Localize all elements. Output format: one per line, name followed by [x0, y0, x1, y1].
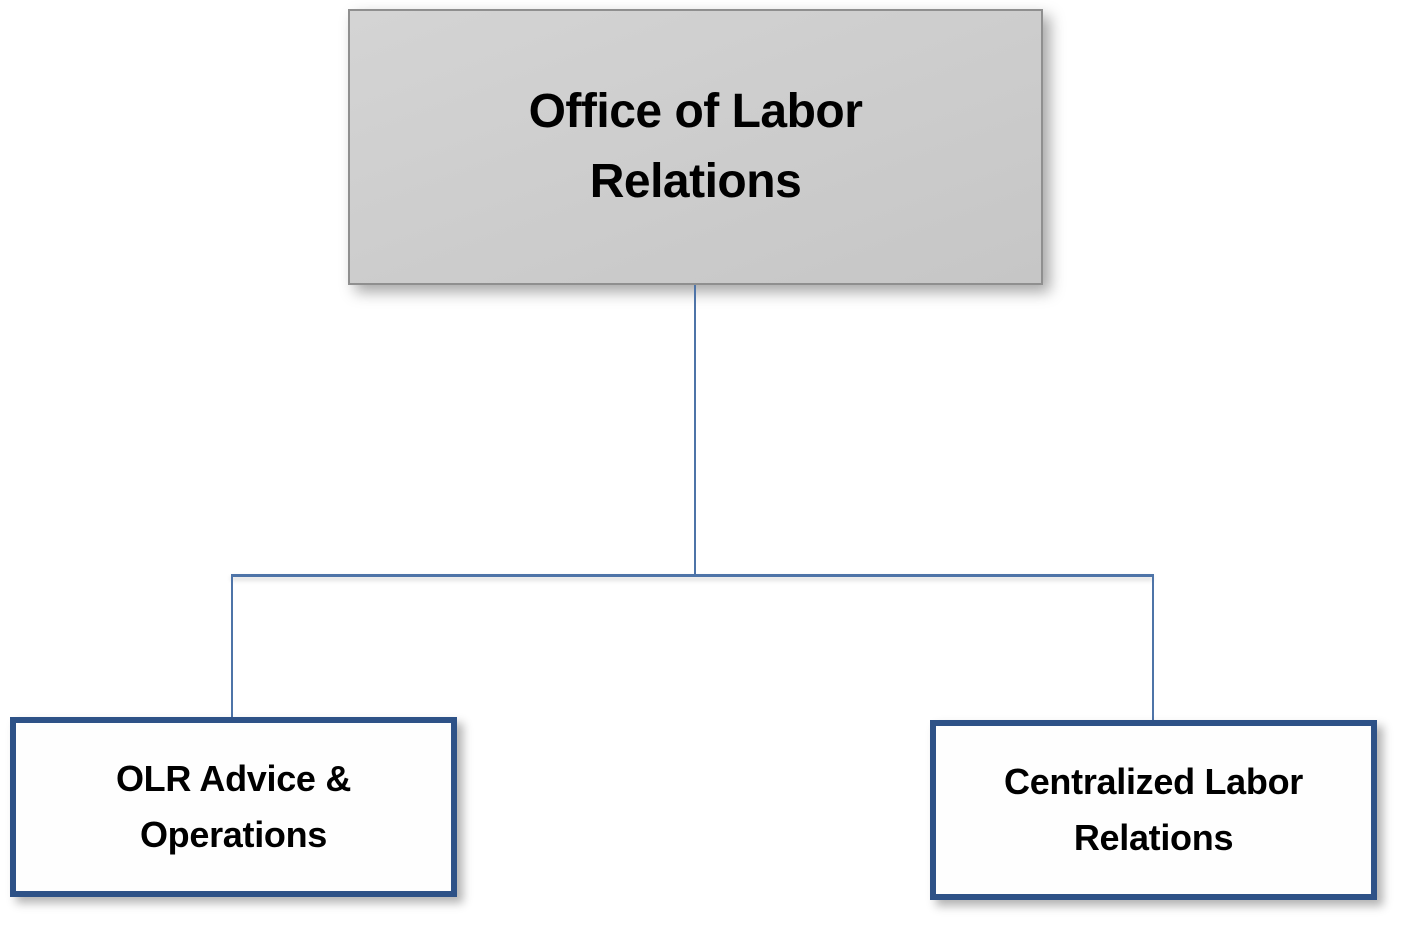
connector-right-drop [1152, 574, 1154, 722]
org-node-office-of-labor-relations: Office of Labor Relations [348, 9, 1043, 285]
org-node-centralized-labor-relations: Centralized Labor Relations [930, 720, 1377, 900]
org-node-olr-advice-operations: OLR Advice & Operations [10, 717, 457, 897]
org-node-label: Office of Labor Relations [528, 85, 863, 208]
org-node-label: OLR Advice & Operations [115, 758, 352, 855]
connector-left-drop [231, 574, 233, 719]
connector-root-stem [694, 285, 696, 576]
connector-crossbar [231, 574, 1153, 577]
org-node-label: Centralized Labor Relations [1004, 761, 1303, 858]
